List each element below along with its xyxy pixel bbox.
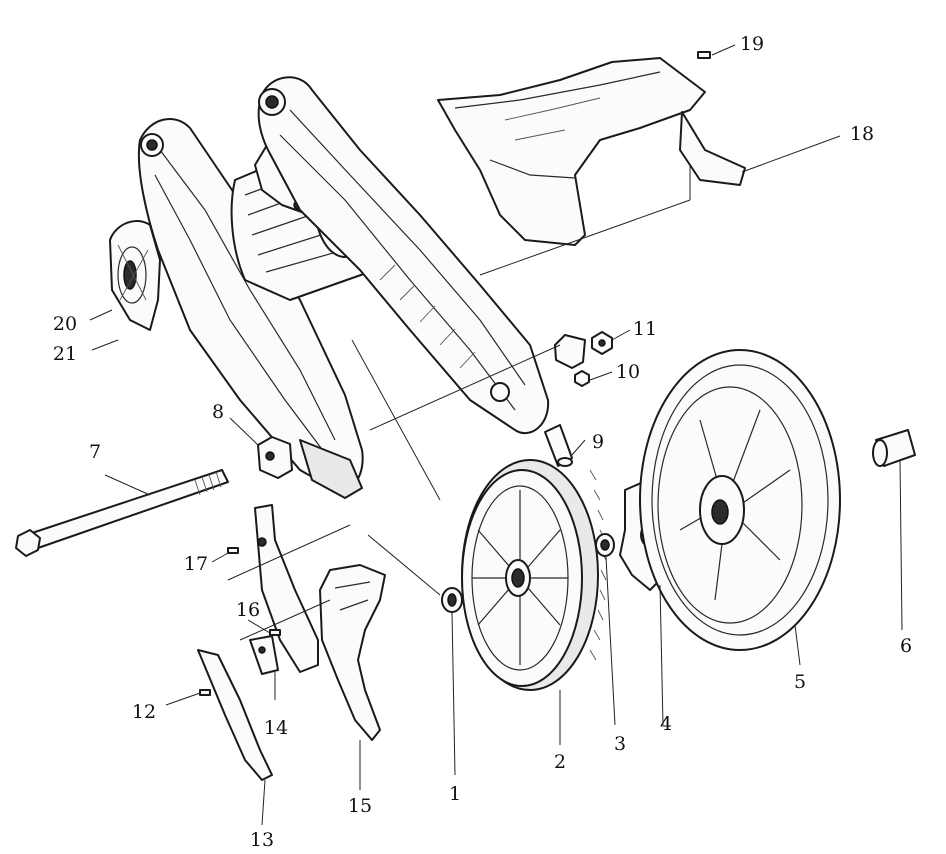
callout-7: 7 bbox=[89, 441, 101, 463]
part-16-screw bbox=[269, 629, 281, 636]
callout-13: 13 bbox=[250, 829, 274, 851]
part-2-toothed-pulley bbox=[461, 459, 607, 691]
callout-12: 12 bbox=[132, 701, 156, 723]
part-6-sleeve bbox=[872, 429, 916, 467]
part-9-pin bbox=[544, 424, 573, 467]
callout-16: 16 bbox=[236, 599, 260, 621]
part-7-axle bbox=[15, 469, 229, 557]
callout-3: 3 bbox=[614, 733, 626, 755]
part-12-screw bbox=[199, 689, 211, 696]
part-5-wheel bbox=[639, 349, 841, 651]
part-1-bushing bbox=[441, 587, 463, 613]
callout-6: 6 bbox=[900, 635, 912, 657]
part-8-block bbox=[257, 436, 293, 479]
part-13-scraper bbox=[197, 649, 273, 781]
callout-21: 21 bbox=[53, 343, 77, 365]
callout-10: 10 bbox=[616, 361, 640, 383]
part-19-screw bbox=[697, 51, 711, 59]
callout-9: 9 bbox=[592, 431, 604, 453]
part-17-screw bbox=[227, 547, 239, 554]
part-3-spacer bbox=[595, 533, 615, 557]
callout-14: 14 bbox=[264, 717, 288, 739]
callout-17: 17 bbox=[184, 553, 208, 575]
callout-8: 8 bbox=[212, 401, 224, 423]
callout-15: 15 bbox=[348, 795, 372, 817]
callout-5: 5 bbox=[794, 671, 806, 693]
part-14-bracket bbox=[249, 629, 281, 675]
callout-18: 18 bbox=[850, 123, 874, 145]
part-17-plate bbox=[227, 504, 319, 673]
part-18-chain-guard bbox=[437, 51, 746, 246]
part-20-pulley-cover bbox=[109, 220, 161, 331]
part-15-guard bbox=[319, 564, 386, 741]
part-10-11-block-nut bbox=[554, 331, 613, 387]
swing-arm-frame bbox=[137, 76, 550, 499]
callout-19: 19 bbox=[740, 33, 764, 55]
callout-1: 1 bbox=[449, 783, 461, 805]
callout-2: 2 bbox=[554, 751, 566, 773]
callout-20: 20 bbox=[53, 313, 77, 335]
leader-lines bbox=[89, 44, 903, 826]
callout-labels: 1 2 3 4 5 6 7 8 9 10 11 12 13 14 15 16 1… bbox=[53, 33, 912, 851]
callout-11: 11 bbox=[633, 318, 657, 340]
callout-4: 4 bbox=[660, 713, 672, 735]
